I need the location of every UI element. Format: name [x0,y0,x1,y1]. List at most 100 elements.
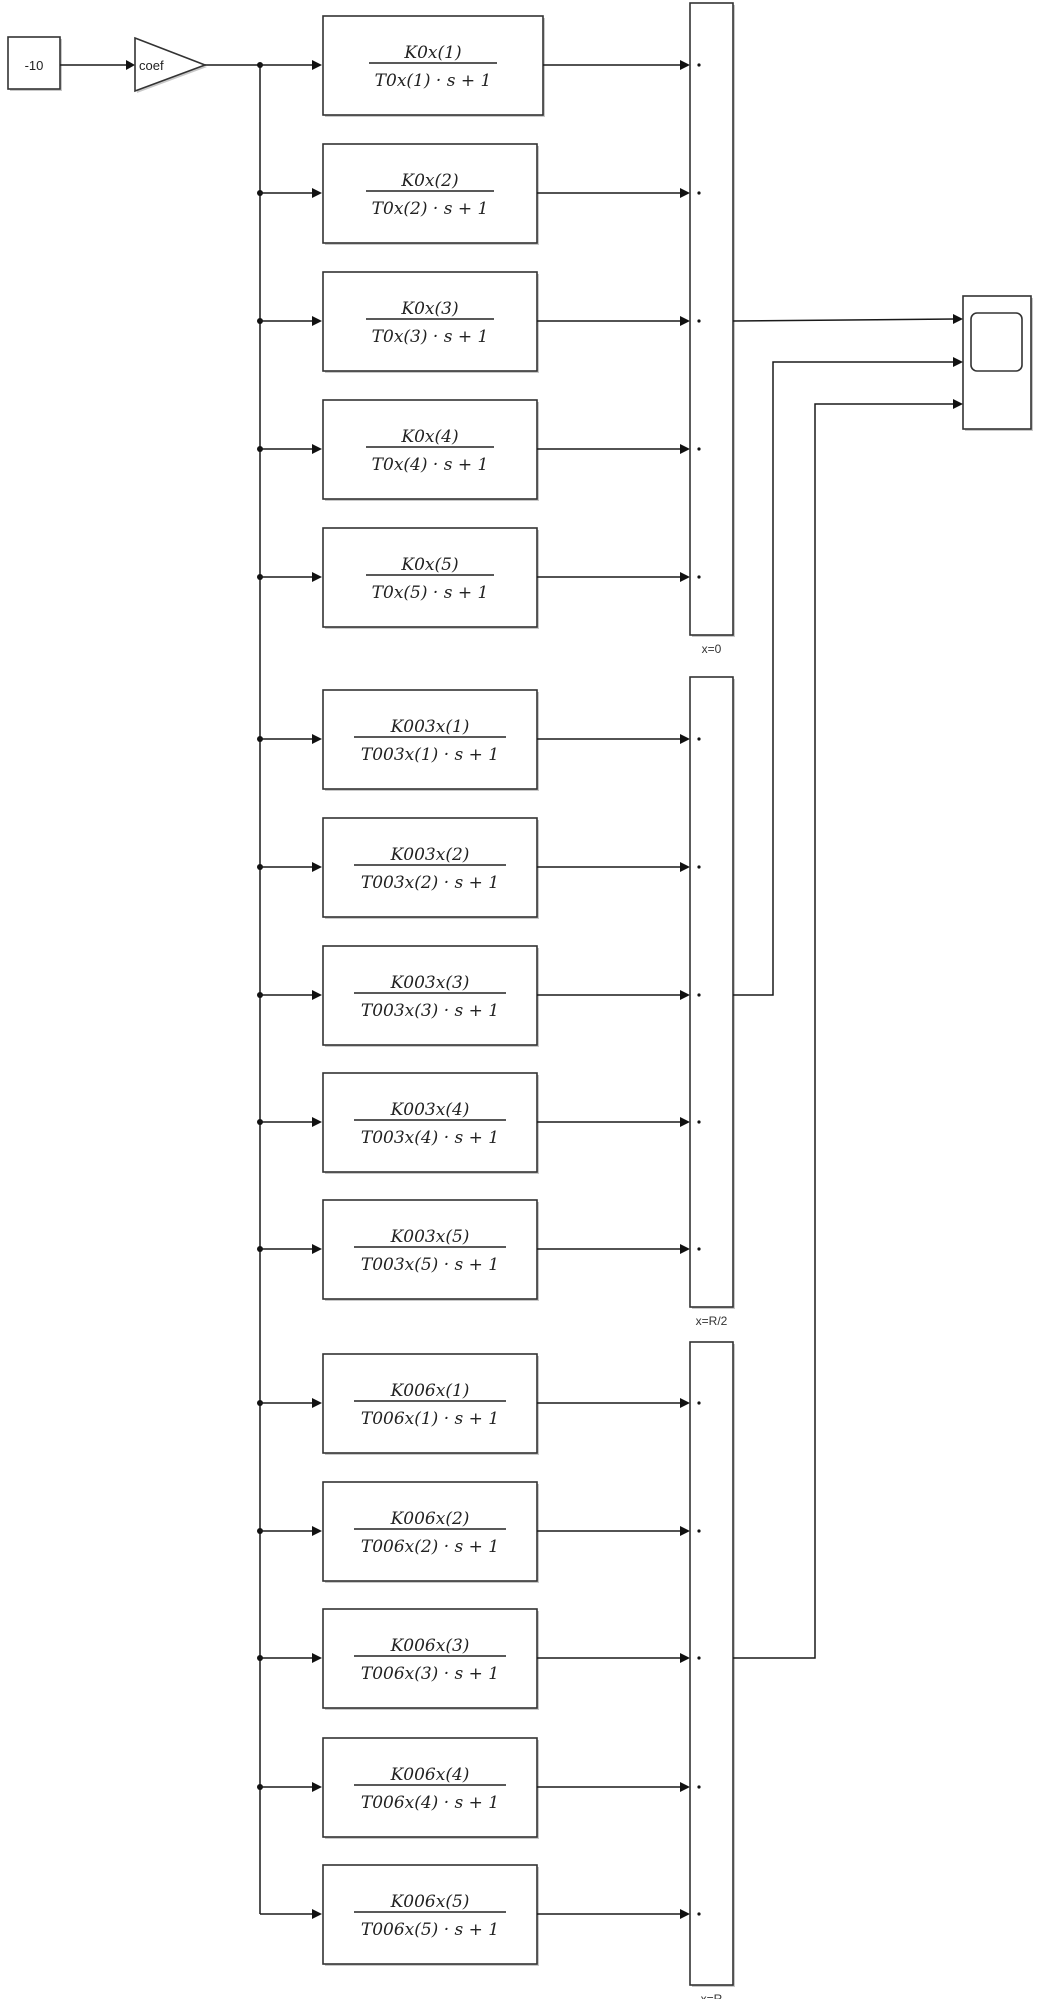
transfer-function-block[interactable]: K006x(2) T006x(2) · s + 1 [322,1481,539,1583]
arrowhead-icon [312,60,322,70]
transfer-function-block[interactable]: K0x(1) T0x(1) · s + 1 [322,15,545,117]
tf-denominator: T006x(2) · s + 1 [361,1537,499,1557]
arrowhead-icon [312,1117,322,1127]
mux-port-dot-icon [697,1656,701,1660]
tf-numerator: K0x(4) [400,427,458,447]
tf-denominator: T003x(5) · s + 1 [361,1255,499,1275]
transfer-function-block[interactable]: K0x(5) T0x(5) · s + 1 [322,527,539,629]
tf-numerator: K003x(4) [390,1100,470,1120]
arrowhead-icon [312,444,322,454]
arrowhead-icon [953,314,963,324]
arrowhead-icon [680,444,690,454]
tf-group-2: K003x(1)T003x(1) · s + 1 K003x(2) T003x(2)… [257,676,735,1328]
arrowhead-icon [312,572,322,582]
arrowhead-icon [312,188,322,198]
tf-numerator: K0x(3) [400,299,458,319]
transfer-function-groups: K0x(1) T0x(1) · s + 1 K0x(2) T0x(2) · s + 1… [257,2,735,1999]
mux-block[interactable] [689,2,735,637]
arrowhead-icon [680,60,690,70]
mux-port-dot-icon [697,737,701,741]
mux-port-dot-icon [697,191,701,195]
mux-port-dot-icon [697,1120,701,1124]
transfer-function-block[interactable]: K0x(3) T0x(3) · s + 1 [322,271,539,373]
mux-port-dot-icon [697,1401,701,1405]
transfer-function-block[interactable]: K0x(2) T0x(2) · s + 1 [322,143,539,245]
mux-port-dot-icon [697,63,701,67]
transfer-function-block[interactable]: K003x(5) T003x(5) · s + 1 [322,1199,539,1301]
tf-denominator: T0x(3) · s + 1 [372,327,489,347]
constant-block[interactable]: -10 [7,36,62,91]
tf-denominator: T0x(1) · s + 1 [375,71,492,91]
mux-port-dot-icon [697,1912,701,1916]
tf-numerator: K0x(2) [400,171,458,191]
tf-numerator: K006x(2) [390,1509,470,1529]
mux-block[interactable] [689,1341,735,1987]
tf-numerator: K006x(4) [390,1765,470,1785]
mux-port-dot-icon [697,1529,701,1533]
tf-group-3: K006x(1) T006x(1) · s + 1 K006x(2) T006x(2)… [257,1341,735,1999]
tf-numerator: K0x(5) [400,555,458,575]
transfer-function-block[interactable]: K0x(4) T0x(4) · s + 1 [322,399,539,501]
wire-mux-to-scope-1 [732,318,956,322]
scope-input-wires [732,314,963,1659]
arrowhead-icon [312,1782,322,1792]
transfer-function-block[interactable]: K003x(1)T003x(1) · s + 1 [322,689,539,791]
transfer-function-block[interactable]: K006x(1) T006x(1) · s + 1 [322,1353,539,1455]
tf-denominator: T006x(3) · s + 1 [361,1664,499,1684]
tf-numerator: K0x(1) [403,43,461,63]
arrowhead-icon [680,1117,690,1127]
gain-block[interactable]: coef [134,36,208,93]
arrowhead-icon [312,862,322,872]
scope-block[interactable] [962,295,1033,431]
mux-label: x=R [701,1992,723,1999]
arrowhead-icon [680,1909,690,1919]
arrowhead-icon [312,1653,322,1663]
tf-numerator: K006x(5) [390,1892,470,1912]
tf-numerator: K003x(3) [390,973,470,993]
mux-port-dot-icon [697,1247,701,1251]
arrowhead-icon [680,734,690,744]
arrowhead-icon [312,316,322,326]
mux-port-dot-icon [697,865,701,869]
tf-numerator: K003x(2) [390,845,470,865]
mux-port-dot-icon [697,993,701,997]
tf-denominator: T003x(4) · s + 1 [361,1128,499,1148]
arrowhead-icon [680,1782,690,1792]
tf-denominator: T003x(2) · s + 1 [361,873,499,893]
transfer-function-block[interactable]: K003x(4) T003x(4) · s + 1 [322,1072,539,1174]
transfer-function-block[interactable]: K003x(2) T003x(2) · s + 1 [322,817,539,919]
tf-denominator: T0x(4) · s + 1 [372,455,489,475]
transfer-function-block[interactable]: K006x(4)T006x(4) · s + 1 [322,1737,539,1839]
tf-numerator: K003x(5) [390,1227,470,1247]
arrowhead-icon [953,357,963,367]
arrowhead-icon [312,734,322,744]
mux-block[interactable] [689,676,735,1309]
transfer-function-block[interactable]: K006x(3) T006x(3) · s + 1 [322,1608,539,1710]
scope-screen-icon [970,312,1023,372]
tf-denominator: T003x(1) · s + 1 [361,745,499,765]
gain-triangle-icon [134,36,208,93]
arrowhead-icon [680,572,690,582]
mux-port-dot-icon [697,575,701,579]
mux-port-dot-icon [697,447,701,451]
tf-numerator: K006x(1) [390,1381,470,1401]
arrowhead-icon [680,1526,690,1536]
wire-mux-to-scope-2 [733,361,955,996]
transfer-function-block[interactable]: K003x(3)T003x(3) · s + 1 [322,945,539,1047]
tf-denominator: T0x(5) · s + 1 [372,583,489,603]
arrowhead-icon [680,990,690,1000]
arrowhead-icon [680,1653,690,1663]
transfer-function-block[interactable]: K006x(5) T006x(5) · s + 1 [322,1864,539,1966]
arrowhead-icon [312,1526,322,1536]
tf-group-1: K0x(1) T0x(1) · s + 1 K0x(2) T0x(2) · s + 1… [257,2,735,656]
arrowhead-icon [312,1909,322,1919]
tf-denominator: T006x(5) · s + 1 [361,1920,499,1940]
arrowhead-icon [680,316,690,326]
tf-denominator: T0x(2) · s + 1 [372,199,489,219]
arrowhead-icon [680,188,690,198]
tf-denominator: T006x(1) · s + 1 [361,1409,499,1429]
constant-value: -10 [25,58,44,73]
mux-label: x=0 [702,642,722,656]
tf-numerator: K006x(3) [390,1636,470,1656]
